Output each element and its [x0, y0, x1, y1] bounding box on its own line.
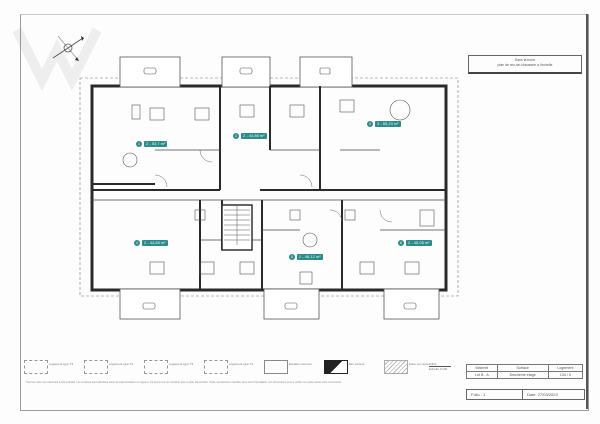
sheet-frame [20, 14, 589, 411]
unit-2-area-label: 2 - 44,85 m² [241, 133, 267, 139]
cartouche-value: Deuxieme etage [496, 371, 549, 379]
cartouche-header: Logement [547, 364, 584, 372]
wall-swatch-icon [324, 360, 348, 374]
legend-swatch [204, 360, 228, 374]
title-line-2: plan de rez-de-chaussee a l'echelle [497, 63, 553, 67]
unit-4-number: 4 [134, 240, 140, 246]
unit-3-number: 3 [367, 121, 373, 127]
folio-label: Folio : 1 [471, 392, 486, 397]
north-compass-icon [52, 35, 84, 61]
unit-5-number: 5 [289, 254, 295, 260]
hatch-swatch-icon [384, 360, 408, 374]
unit-5-area-label: 2 - 46,12 m² [297, 254, 323, 260]
unit-6-area-label: 2 - 45,05 m² [406, 240, 432, 246]
legend-swatch [144, 360, 168, 374]
legend-swatch [84, 360, 108, 374]
unit-1-area-label: 2 - 53,7 m² [144, 141, 168, 147]
unit-1-number: 1 [136, 141, 142, 147]
stair-swatch-icon [264, 360, 288, 374]
footer-box: Folio : 1 Date: 27/03/2023 [466, 389, 585, 400]
date-label: Date: 27/03/2023 [527, 392, 558, 397]
cartouche: Materiel Surface Logement Lot B - A Deux… [466, 364, 584, 379]
unit-4-area-label: 2 - 44,85 m² [142, 240, 168, 246]
unit-6-number: 6 [398, 240, 404, 246]
cartouche-header: Materiel [466, 364, 498, 372]
cartouche-value: 134 / 5 [547, 371, 584, 379]
unit-3-area-label: 3 - 65,23 m² [375, 121, 401, 127]
title-block: Sans la fume plan de rez-de-chaussee a l… [468, 55, 582, 74]
logo-watermark-icon [12, 27, 102, 90]
cartouche-value: Lot B - A [466, 371, 498, 379]
legend: Logement type T1 Logement type T2 Logeme… [24, 358, 454, 378]
notes-text: Tout les cotes sont donnees a titre indi… [26, 381, 342, 384]
title-line-1: Sans la fume [514, 58, 536, 62]
scale-bar-icon [429, 366, 451, 367]
legend-swatch [24, 360, 48, 374]
sheet-frame-edge [586, 14, 588, 409]
footer-divider [522, 390, 523, 399]
cartouche-header: Surface [496, 364, 549, 372]
unit-2-number: 2 [233, 133, 239, 139]
